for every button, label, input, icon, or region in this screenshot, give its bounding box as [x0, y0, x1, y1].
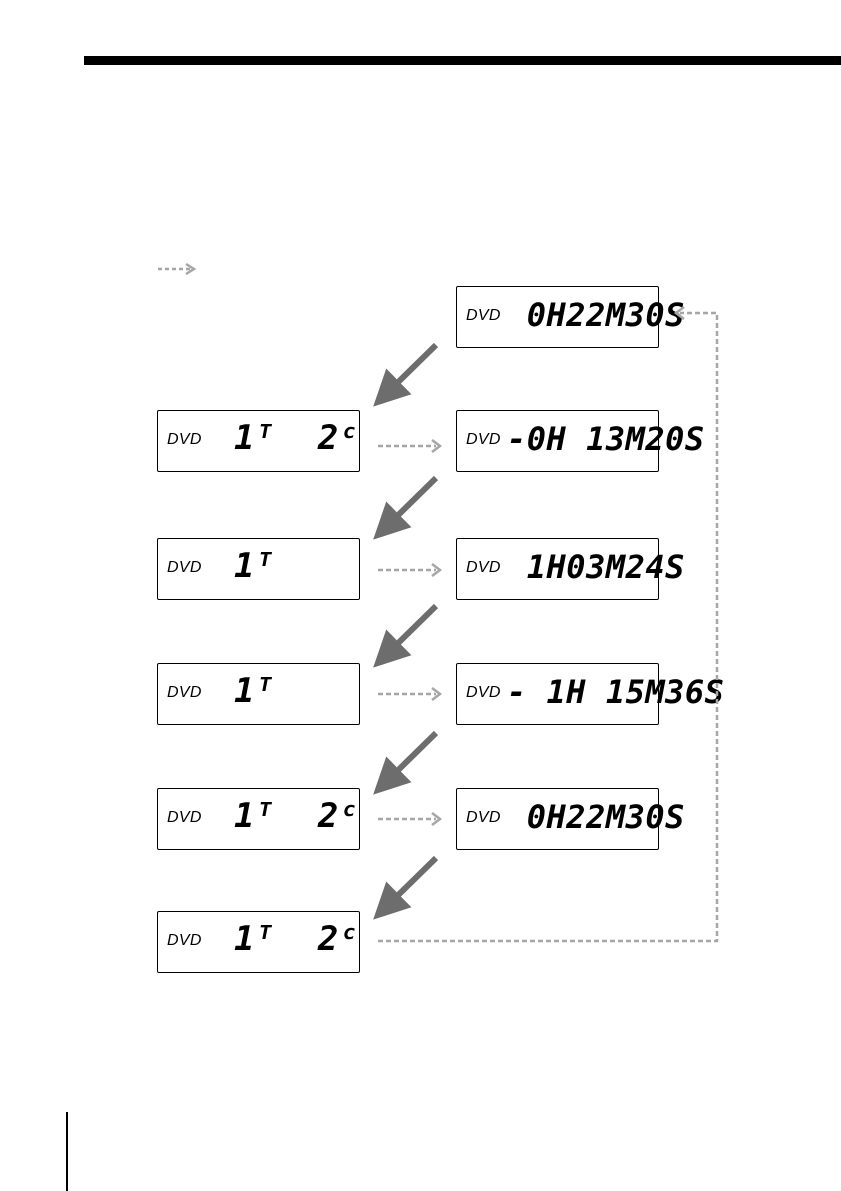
dashed-arrow-icon: [378, 440, 440, 452]
solid-arrow-icon: [386, 733, 436, 782]
solid-arrow-icon: [386, 345, 436, 394]
solid-arrow-icon: [386, 858, 436, 907]
dashed-arrow-icon: [378, 688, 440, 700]
dashed-arrow-icon: [378, 813, 440, 825]
solid-arrow-icon: [386, 478, 436, 527]
dashed-arrow-icon: [378, 564, 440, 576]
solid-arrow-icon: [386, 606, 436, 655]
return-dashed-arrow-icon: [378, 307, 717, 941]
